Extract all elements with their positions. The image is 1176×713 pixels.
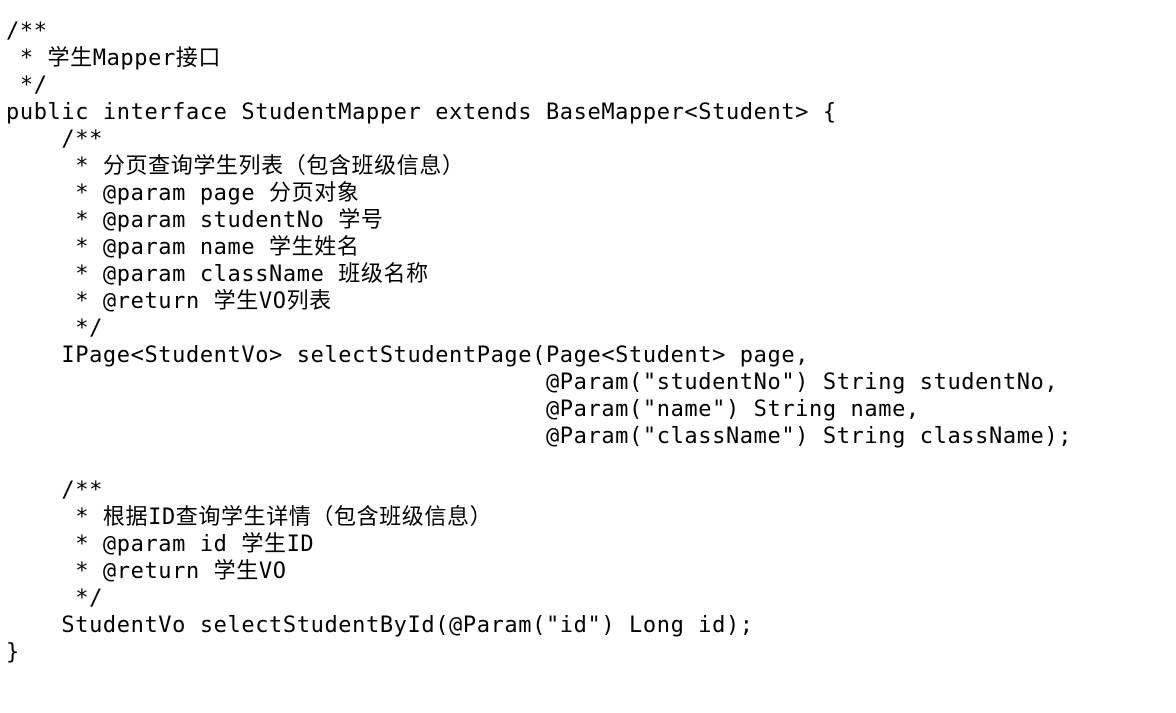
code-line: * 根据ID查询学生详情（包含班级信息） — [6, 505, 493, 530]
code-line: */ — [6, 586, 103, 611]
code-line: */ — [6, 316, 103, 341]
code-line: * @return 学生VO列表 — [6, 289, 332, 314]
code-line: @Param("className") String className); — [6, 424, 1073, 449]
code-line: } — [6, 640, 20, 665]
code-line: * @param className 班级名称 — [6, 262, 429, 287]
code-block: /** * 学生Mapper接口 */ public interface Stu… — [6, 18, 1166, 666]
code-line: */ — [6, 73, 48, 98]
code-line: public interface StudentMapper extends B… — [6, 100, 837, 125]
code-line — [6, 450, 1166, 477]
code-line: /** — [6, 19, 48, 44]
code-line: * 分页查询学生列表（包含班级信息） — [6, 154, 465, 179]
code-line: * @param id 学生ID — [6, 532, 315, 557]
code-line: @Param("studentNo") String studentNo, — [6, 370, 1059, 395]
code-line: /** — [6, 127, 103, 152]
code-line: * @param name 学生姓名 — [6, 235, 360, 260]
code-line: StudentVo selectStudentById(@Param("id")… — [6, 613, 754, 638]
code-line: IPage<StudentVo> selectStudentPage(Page<… — [6, 343, 810, 368]
code-line: /** — [6, 478, 103, 503]
code-line: * @param page 分页对象 — [6, 181, 360, 206]
code-line: * @param studentNo 学号 — [6, 208, 384, 233]
code-line: * @return 学生VO — [6, 559, 287, 584]
code-line: @Param("name") String name, — [6, 397, 920, 422]
code-line: * 学生Mapper接口 — [6, 46, 222, 71]
